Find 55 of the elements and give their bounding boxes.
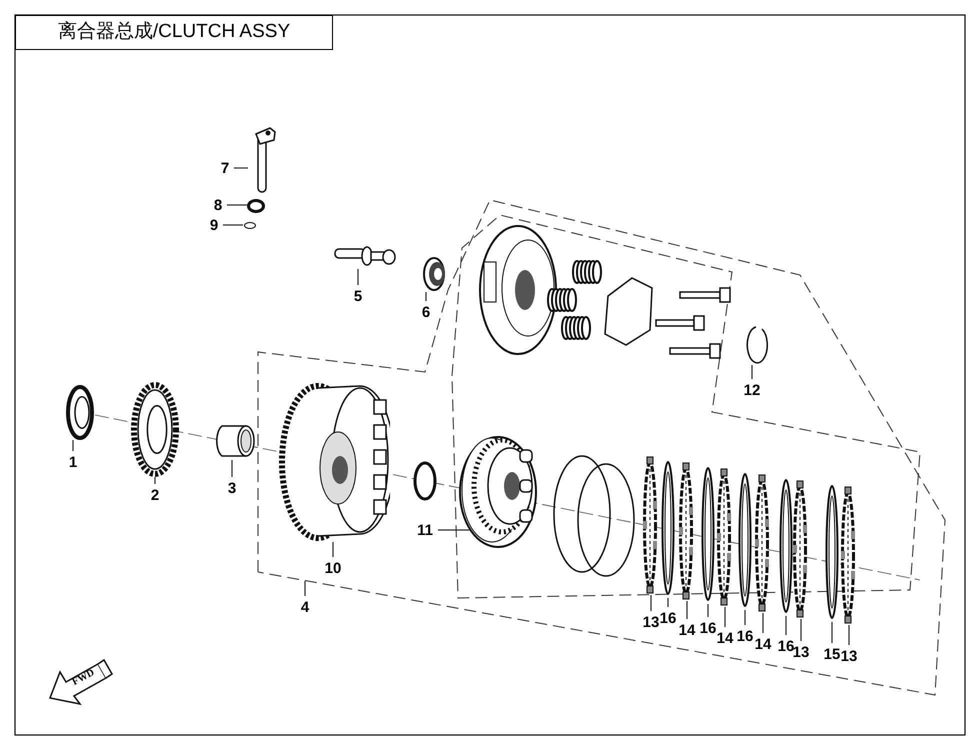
callout-number: 16 xyxy=(700,618,716,638)
clutch-plate-drawing xyxy=(661,458,675,598)
clutch-plate-drawing xyxy=(738,470,752,610)
clutch-plate-drawing xyxy=(701,464,715,604)
leader-line xyxy=(724,606,726,628)
leader-line xyxy=(650,594,652,612)
callout-number: 16 xyxy=(778,636,794,656)
ring-circle xyxy=(247,199,265,213)
callout-number: 16 xyxy=(660,608,676,628)
leader-line xyxy=(154,476,156,484)
callout-number: 14 xyxy=(717,628,733,648)
clutch-plate-drawing xyxy=(679,461,693,601)
callout-number: 12 xyxy=(741,380,763,400)
callout-number: 15 xyxy=(824,644,840,664)
leader-line xyxy=(686,600,688,620)
clutch-plate-drawing xyxy=(779,476,793,616)
clutch-housing-drawing xyxy=(278,380,390,542)
clutch-plate-drawing xyxy=(755,473,769,613)
callout-number: 6 xyxy=(419,302,433,322)
callout-number: 16 xyxy=(737,626,753,646)
callout-number: 14 xyxy=(679,620,695,640)
leader-line xyxy=(304,580,306,596)
clutch-plate-drawing xyxy=(717,467,731,607)
clutch-plate-drawing xyxy=(841,485,855,625)
ring-circle xyxy=(243,221,257,230)
leader-line xyxy=(800,618,802,642)
callout-number: 9 xyxy=(207,215,221,235)
clutch-plate-drawing xyxy=(825,482,839,622)
callout-number: 13 xyxy=(643,612,659,632)
washer-drawing xyxy=(66,385,94,440)
leader-line xyxy=(332,542,334,558)
leader-line xyxy=(848,624,850,646)
leader-line xyxy=(72,440,74,452)
direction-label: FWD xyxy=(71,668,96,688)
callout-number: 1 xyxy=(66,452,80,472)
clutch-plate-drawing xyxy=(793,479,807,619)
callout-number: 3 xyxy=(225,478,239,498)
gear-drawing xyxy=(131,382,179,477)
callout-number: 8 xyxy=(211,195,225,215)
leader-line xyxy=(222,224,244,226)
callout-number: 10 xyxy=(322,558,344,578)
callout-number: 13 xyxy=(841,646,857,666)
leader-line xyxy=(762,612,764,634)
callout-number: 2 xyxy=(148,485,162,505)
callout-number: 7 xyxy=(218,158,232,178)
callout-number: 5 xyxy=(351,286,365,306)
callout-number: 14 xyxy=(755,634,771,654)
title-text: 离合器总成/CLUTCH ASSY xyxy=(58,20,290,44)
leader-line xyxy=(226,204,248,206)
clutch-plate-drawing xyxy=(643,455,657,595)
callout-number: 13 xyxy=(793,642,809,662)
bearing-drawing xyxy=(422,256,446,292)
leader-line xyxy=(744,610,746,626)
callout-number: 11 xyxy=(414,520,436,540)
callout-number: 4 xyxy=(298,597,312,617)
